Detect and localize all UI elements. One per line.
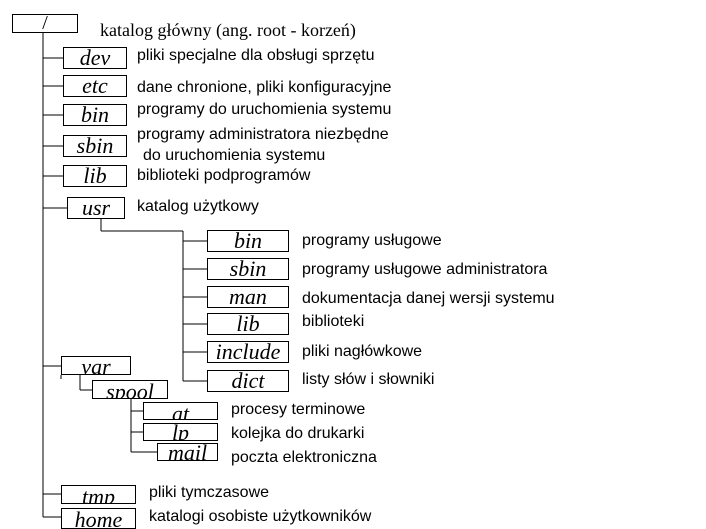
at-description: procesy terminowe [231, 401, 366, 418]
root-dir-box: / [12, 14, 78, 33]
lp-dir-box: lp [143, 423, 218, 441]
var-dir-box: var [61, 356, 131, 375]
lib-description: biblioteki podprogramów [137, 167, 311, 184]
tmp-dir-box: tmp [61, 485, 136, 504]
dev-dir-box: dev [63, 47, 127, 69]
usr-lib-description: biblioteki [302, 313, 365, 330]
man-dir-box: man [207, 286, 289, 308]
home-description: katalogi osobiste użytkowników [149, 508, 372, 525]
include-description: pliki nagłówkowe [302, 343, 423, 360]
sbin-description-line2: do uruchomienia systemu [143, 147, 326, 164]
etc-dir-box: etc [63, 75, 127, 97]
bin-dir-box: bin [63, 104, 127, 126]
bin-description: programy do uruchomienia systemu [137, 101, 392, 118]
usr-lib-dir-box: lib [207, 313, 289, 335]
tmp-description: pliki tymczasowe [149, 484, 270, 501]
sbin-description-line1: programy administratora niezbędne [137, 126, 389, 143]
sbin-description: programy administratora niezbędne do uru… [137, 124, 389, 166]
usr-sbin-dir-box: sbin [207, 258, 289, 280]
sbin-dir-box: sbin [63, 135, 127, 157]
dict-dir-box: dict [207, 370, 289, 392]
usr-bin-description: programy usługowe [302, 232, 442, 249]
dev-description: pliki specjalne dla obsługi sprzętu [137, 47, 375, 64]
at-dir-box: at [143, 402, 218, 420]
lib-dir-box: lib [63, 165, 127, 187]
usr-bin-dir-box: bin [207, 230, 289, 252]
usr-description: katalog użytkowy [137, 198, 259, 215]
mail-dir-box: mail [157, 443, 218, 461]
usr-dir-box: usr [67, 197, 125, 219]
spool-dir-box: spool [92, 380, 168, 399]
etc-description: dane chronione, pliki konfiguracyjne [137, 79, 392, 96]
dict-description: listy słów i słowniki [302, 371, 435, 388]
man-description: dokumentacja danej wersji systemu [302, 290, 555, 307]
home-dir-box: home [61, 508, 136, 529]
lp-description: kolejka do drukarki [231, 425, 365, 442]
mail-description: poczta elektroniczna [231, 449, 377, 466]
root-description: katalog główny (ang. root - korzeń) [100, 20, 356, 40]
usr-sbin-description: programy usługowe administratora [302, 261, 548, 278]
include-dir-box: include [207, 341, 289, 363]
